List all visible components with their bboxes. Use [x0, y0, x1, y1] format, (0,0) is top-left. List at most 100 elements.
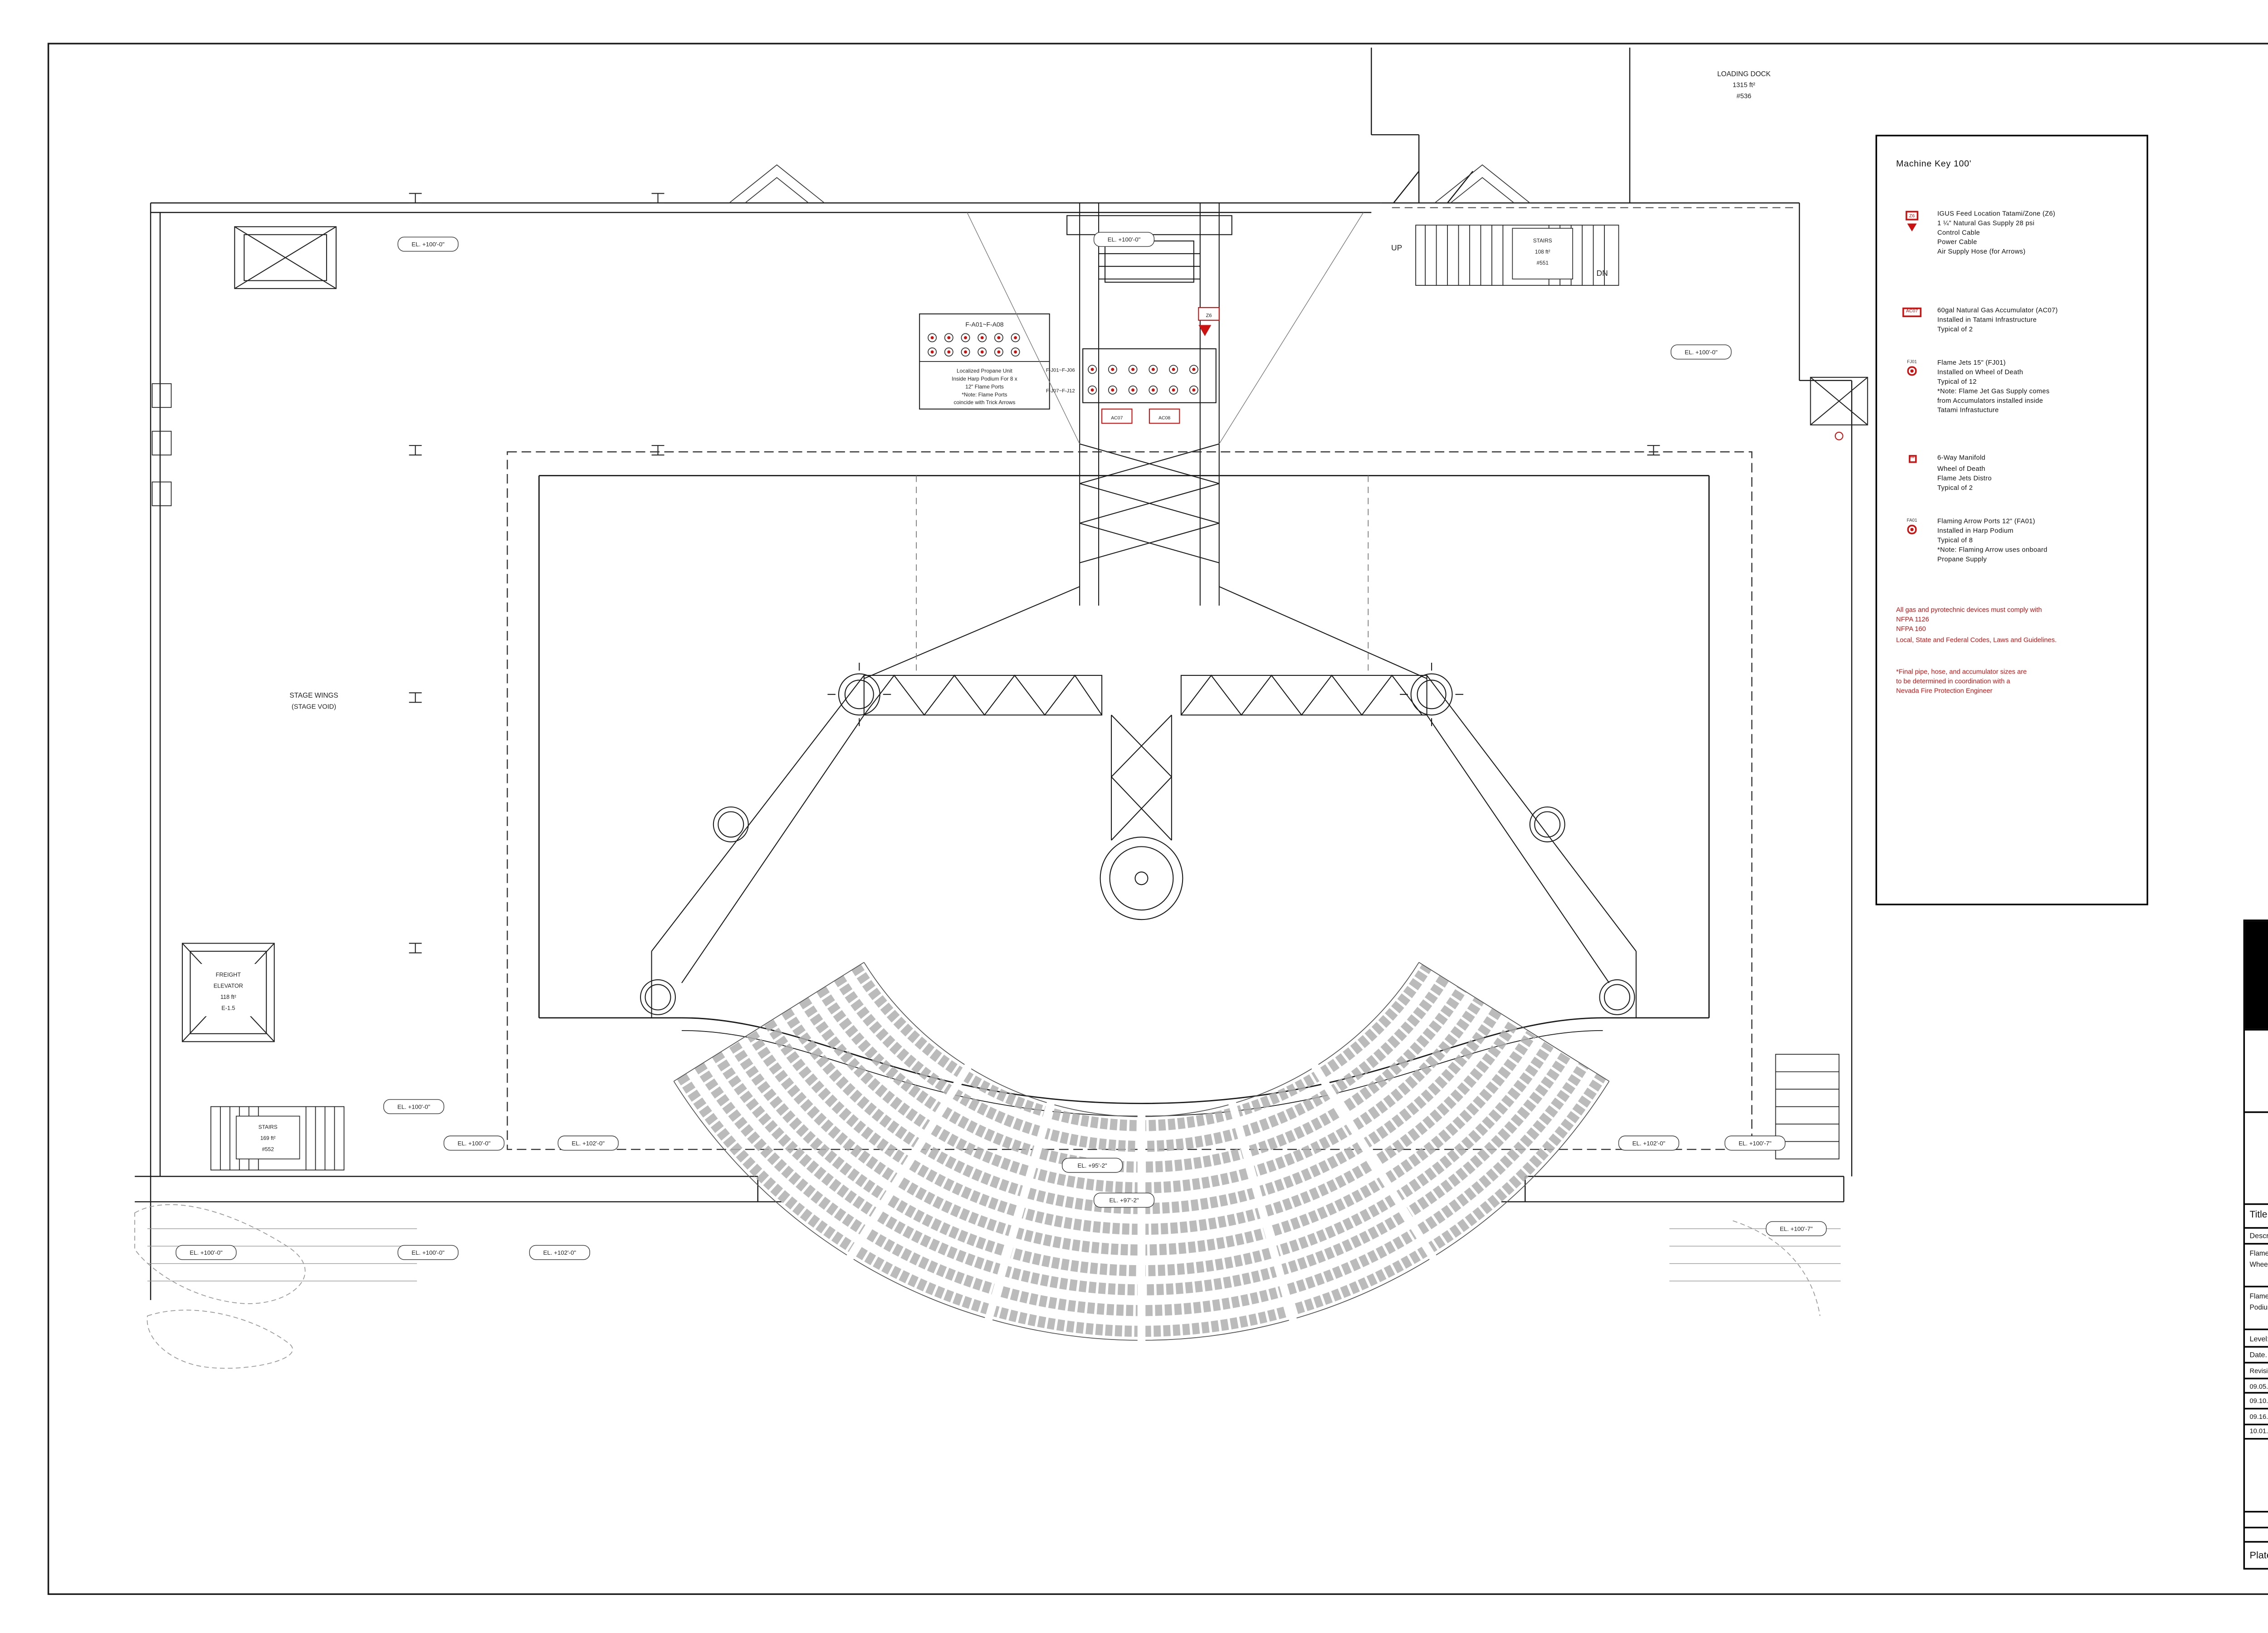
flaming-arrow-icon — [1907, 525, 1916, 534]
svg-text:#551: #551 — [1537, 260, 1549, 266]
freight-elevator: FREIGHT ELEVATOR 118 ft² E-1.5 — [181, 943, 275, 1042]
floor-plan: STAIRS 108 ft² #551 UP DN LOADING DOCK 1… — [134, 47, 1868, 1369]
svg-text:EL. +100'-0": EL. +100'-0" — [1685, 349, 1718, 356]
svg-text:EL. +100'-0": EL. +100'-0" — [411, 1249, 445, 1256]
legend-item-text: 6-Way Manifold Wheel of Death Flame Jets… — [1937, 454, 1992, 491]
machine-key-title: Machine Key 100' — [1896, 160, 1972, 170]
machine-key-legend: Machine Key 100' Z6 IGUS Feed Location T… — [1875, 135, 2148, 905]
svg-text:Z6: Z6 — [1206, 313, 1212, 318]
svg-text:Localized Propane Unit: Localized Propane Unit — [957, 367, 1012, 374]
date-row: Date. 07.30.03 — [2245, 1345, 2268, 1362]
scale-row: Scale. ⅛" = 1' — [2245, 1511, 2268, 1526]
title-block-spacer — [2245, 1438, 2268, 1511]
svg-text:AC07: AC07 — [1111, 416, 1123, 420]
audience-seating — [673, 962, 1610, 1345]
jauchem-meeh-logo: JAUCHEM MEEH INC. SPECIAL EFFECTS — [2245, 1111, 2268, 1203]
svg-text:EL. +100'-0": EL. +100'-0" — [411, 241, 445, 248]
svg-text:12" Flame Ports: 12" Flame Ports — [965, 383, 1004, 390]
svg-text:*Note: Flame Ports: *Note: Flame Ports — [962, 391, 1007, 398]
z6-arrow-icon — [1907, 223, 1917, 231]
svg-text:108 ft²: 108 ft² — [1535, 249, 1550, 255]
compliance-note: All gas and pyrotechnic devices must com… — [1896, 606, 2057, 643]
svg-text:Inside Harp Podium For 8 x: Inside Harp Podium For 8 x — [952, 376, 1017, 382]
svg-text:STAIRS: STAIRS — [259, 1124, 278, 1130]
svg-text:STAGE WINGS: STAGE WINGS — [289, 692, 338, 699]
lower-rails — [147, 1228, 1841, 1281]
legend-item-manifold: 6W 6-Way Manifold Wheel of Death Flame J… — [1896, 454, 2131, 493]
mgm-grand-logo: MGM GRAND. — [2245, 1029, 2268, 1111]
revision-row: 09.16.03 — [2245, 1408, 2268, 1423]
flame-jet-markers: F-J01~F-J06 F-J07~F-J12 — [1046, 364, 1199, 395]
svg-text:F-J07~F-J12: F-J07~F-J12 — [1046, 388, 1075, 394]
legend-item-flame-jets: FJ01 Flame Jets 15" (FJ01) Installed on … — [1896, 358, 2131, 416]
svg-text:F-A01~F-A08: F-A01~F-A08 — [965, 321, 1003, 328]
description-1: Flame Jets on Wheel of Death — [2245, 1243, 2268, 1286]
ac07-symbol: AC07 — [1896, 305, 1928, 334]
wheel-of-death-truss — [864, 203, 1427, 679]
up-label: UP — [1391, 243, 1402, 252]
title-block: CIRQUE DU SOLEIL. MGM GRAND. JAUCHEM M — [2243, 919, 2268, 1570]
svg-text:169 ft²: 169 ft² — [260, 1135, 276, 1141]
svg-text:EL. +102'-0": EL. +102'-0" — [572, 1140, 605, 1147]
svg-text:EL. +100'-0": EL. +100'-0" — [397, 1103, 430, 1110]
revisions-label: Revisions. — [2249, 1366, 2268, 1374]
svg-text:LOADING DOCK: LOADING DOCK — [1717, 70, 1771, 78]
svg-text:ELEVATOR: ELEVATOR — [214, 983, 243, 989]
svg-text:EL. +100'-0": EL. +100'-0" — [458, 1140, 491, 1147]
loading-dock-label: LOADING DOCK 1315 ft² #536 — [1717, 70, 1771, 100]
legend-item-flaming-arrows: FA01 Flaming Arrow Ports 12" (FA01) Inst… — [1896, 517, 2131, 565]
svg-text:#552: #552 — [262, 1146, 274, 1152]
right-hatch-box — [1810, 376, 1868, 440]
svg-text:1315 ft²: 1315 ft² — [1733, 82, 1755, 89]
svg-text:F-J01~F-J06: F-J01~F-J06 — [1046, 368, 1075, 373]
fj01-symbol: FJ01 — [1896, 358, 1928, 416]
revisions-table: Revisions. 10.21.03 09.05.03 09.10.03 09… — [2245, 1362, 2268, 1438]
stairs-551-label: STAIRS — [1533, 238, 1552, 244]
description-label: Description: — [2245, 1227, 2268, 1243]
perimeter-walls — [135, 47, 1853, 1300]
svg-text:(STAGE VOID): (STAGE VOID) — [292, 703, 336, 710]
manifold-symbol: 6W — [1896, 454, 1928, 493]
svg-text:EL. +100'-7": EL. +100'-7" — [1780, 1226, 1813, 1232]
revision-row: 09.05.03 — [2245, 1377, 2268, 1393]
description-2: Flame Ports on Podium Harp — [2245, 1286, 2268, 1329]
plate-number: Plate: FX100F — [2245, 1541, 2268, 1568]
svg-text:EL. +102'-0": EL. +102'-0" — [1633, 1140, 1666, 1147]
truss-arms — [827, 662, 1463, 920]
accumulator-tags: AC07 AC08 — [1101, 408, 1180, 424]
stage-outline — [507, 451, 1753, 1150]
stage-wings-label: STAGE WINGS (STAGE VOID) — [289, 692, 338, 710]
existing-structure-outlines — [134, 1204, 1821, 1369]
legend-item-accumulator: AC07 60gal Natural Gas Accumulator (AC07… — [1896, 305, 2131, 334]
svg-text:EL. +102'-0": EL. +102'-0" — [543, 1249, 577, 1256]
svg-text:EL. +100'-7": EL. +100'-7" — [1739, 1140, 1772, 1147]
z6-feed-marker: Z6 — [1198, 307, 1220, 336]
elevation-markers: EL. +100'-0" EL. +100'-0" EL. +100'-0" E… — [176, 232, 1827, 1260]
propane-note-box: F-A01~F-A08 Localized Propane Unit Insid… — [919, 313, 1050, 410]
z6-symbol: Z6 — [1896, 210, 1928, 258]
svg-text:E-1.5: E-1.5 — [221, 1005, 235, 1011]
svg-text:EL. +97'-2": EL. +97'-2" — [1109, 1197, 1139, 1204]
cirque-du-soleil-logo: CIRQUE DU SOLEIL. — [2245, 921, 2268, 1029]
svg-text:#536: #536 — [1736, 93, 1751, 100]
stairs-right-lower — [1775, 1054, 1840, 1159]
draft-row: Draft. MDM — [2245, 1526, 2268, 1542]
stage-wings-geometry — [640, 675, 1637, 1018]
for-bid-only-watermark: For Bid Only Do Not Build — [2251, 57, 2268, 907]
stairs-552: STAIRS 169 ft² #552 — [210, 1106, 345, 1171]
legend-item-text: IGUS Feed Location Tatami/Zone (Z6) 1 ¼"… — [1937, 209, 2056, 256]
column-markers — [408, 193, 1661, 953]
legend-item-text: 60gal Natural Gas Accumulator (AC07) Ins… — [1937, 305, 2058, 333]
dn-label: DN — [1597, 269, 1608, 278]
svg-text:EL. +95'-2": EL. +95'-2" — [1078, 1162, 1107, 1169]
flame-jet-icon — [1907, 366, 1916, 376]
svg-text:EL. +100'-0": EL. +100'-0" — [190, 1249, 223, 1256]
svg-text:FREIGHT: FREIGHT — [216, 972, 241, 978]
stairs-551: STAIRS 108 ft² #551 UP DN — [1391, 225, 1619, 286]
svg-text:118 ft²: 118 ft² — [220, 994, 236, 1000]
final-sizes-note: *Final pipe, hose, and accumulator sizes… — [1896, 667, 2027, 694]
wall-niches — [152, 383, 172, 506]
lift-platform — [234, 226, 337, 289]
revision-row: 09.10.03 — [2245, 1392, 2268, 1408]
